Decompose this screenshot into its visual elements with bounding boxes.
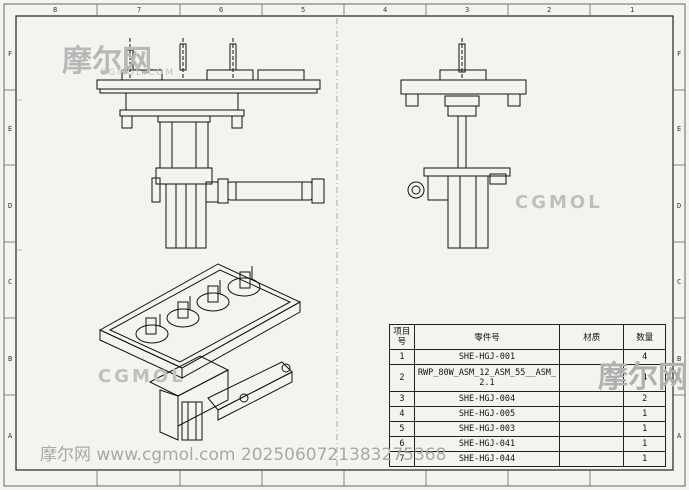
zone-row-f: F [8, 50, 13, 58]
bom-cell-no: 6 [389, 436, 415, 452]
bom-cell-material [559, 451, 625, 467]
bom-cell-material [559, 436, 625, 452]
zone-row-a-right: A [677, 432, 682, 440]
bom-cell-material [559, 391, 625, 407]
isometric-view [98, 263, 302, 441]
bom-cell-material [559, 349, 625, 365]
zone-col-2: 2 [547, 6, 552, 14]
bom-header-no: 项目号 [389, 324, 415, 350]
bom-cell-material [559, 421, 625, 437]
bom-cell-part: RWP_80W_ASM_12_ASM_55__ASM_2.1 [413, 364, 561, 392]
table-row: 1 SHE-HGJ-001 4 [389, 349, 666, 365]
bom-cell-no: 3 [389, 391, 415, 407]
zone-ticks [4, 4, 685, 486]
zone-col-6: 6 [219, 6, 224, 14]
zone-col-7: 7 [137, 6, 142, 14]
bom-cell-part: SHE-HGJ-003 [413, 421, 561, 437]
outer-frame [3, 3, 686, 487]
side-view [400, 38, 527, 249]
bom-cell-part: SHE-HGJ-044 [413, 451, 561, 467]
inner-frame [15, 15, 674, 471]
table-row: 7 SHE-HGJ-044 1 [389, 451, 666, 467]
table-row: 5 SHE-HGJ-003 1 [389, 421, 666, 437]
bom-header-qty: 数量 [623, 324, 666, 350]
bom-cell-material [559, 364, 625, 392]
bom-cell-part: SHE-HGJ-005 [413, 406, 561, 422]
bom-cell-qty: 1 [623, 451, 666, 467]
zone-row-d-right: D [677, 202, 682, 210]
bom-cell-qty: 1 [623, 406, 666, 422]
zone-row-d: D [8, 202, 13, 210]
zone-col-1: 1 [630, 6, 635, 14]
bom-cell-qty: 1 [623, 421, 666, 437]
zone-row-c-right: C [677, 278, 682, 286]
zone-row-b: B [8, 355, 13, 363]
zone-col-4: 4 [383, 6, 388, 14]
bom-cell-qty: 2 [623, 391, 666, 407]
table-row: 6 SHE-HGJ-041 1 [389, 436, 666, 452]
bom-header-row: 项目号 零件号 材质 数量 [389, 324, 666, 350]
table-row: 3 SHE-HGJ-004 2 [389, 391, 666, 407]
table-row: 2 RWP_80W_ASM_12_ASM_55__ASM_2.1 4 [389, 364, 666, 392]
table-row: 4 SHE-HGJ-005 1 [389, 406, 666, 422]
bom-cell-qty: 1 [623, 436, 666, 452]
zone-row-b-right: B [677, 355, 682, 363]
bom-cell-no: 2 [389, 364, 415, 392]
bom-cell-no: 7 [389, 451, 415, 467]
bom-cell-qty: 4 [623, 349, 666, 365]
zone-row-e-right: E [677, 125, 682, 133]
zone-row-c: C [8, 278, 13, 286]
zone-col-3: 3 [465, 6, 470, 14]
front-view [96, 38, 325, 249]
zone-col-8: 8 [53, 6, 58, 14]
bom-header-material: 材质 [559, 324, 625, 350]
zone-col-5: 5 [301, 6, 306, 14]
zone-row-a: A [8, 432, 13, 440]
bom-cell-no: 1 [389, 349, 415, 365]
edge-detail [16, 99, 22, 251]
bom-header-part: 零件号 [413, 324, 561, 350]
bom-cell-part: SHE-HGJ-001 [413, 349, 561, 365]
bom-cell-material [559, 406, 625, 422]
bom-cell-part: SHE-HGJ-004 [413, 391, 561, 407]
bom-cell-part: SHE-HGJ-041 [413, 436, 561, 452]
bom-cell-qty: 4 [623, 364, 666, 392]
bom-cell-no: 5 [389, 421, 415, 437]
bom-cell-no: 4 [389, 406, 415, 422]
zone-row-f-right: F [677, 50, 682, 58]
bill-of-materials-table: 项目号 零件号 材质 数量 1 SHE-HGJ-001 4 2 RWP_80W_… [389, 324, 666, 467]
zone-row-e: E [8, 125, 13, 133]
